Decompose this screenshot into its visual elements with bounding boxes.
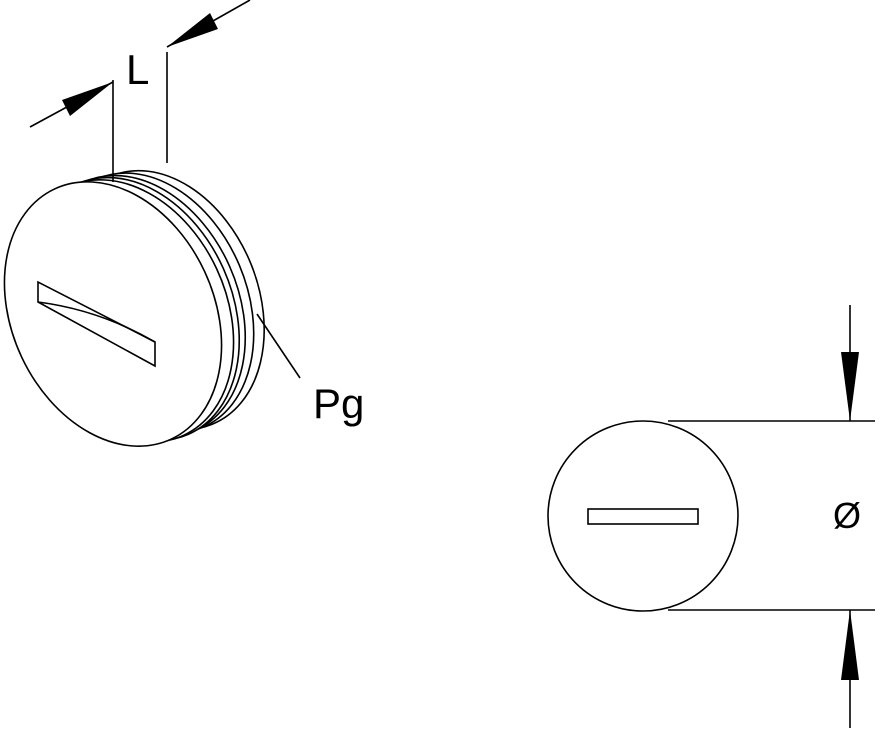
arrow-head-icon [167,13,218,47]
plug-front-view [547,420,739,612]
thread-callout: Pg [256,313,364,427]
arrow-head-icon [841,352,859,421]
plug-front-face [3,181,223,447]
arrow-head-icon [62,82,113,116]
diameter-label: Ø [833,495,861,536]
screwdriver-slot-front [587,508,699,525]
diameter-dimension: Ø [668,305,875,728]
thread-label: Pg [313,380,364,427]
arrow-head-icon [841,610,859,680]
screwdriver-slot-perspective [37,280,156,368]
length-dimension: L [29,0,251,182]
length-label: L [126,46,149,93]
